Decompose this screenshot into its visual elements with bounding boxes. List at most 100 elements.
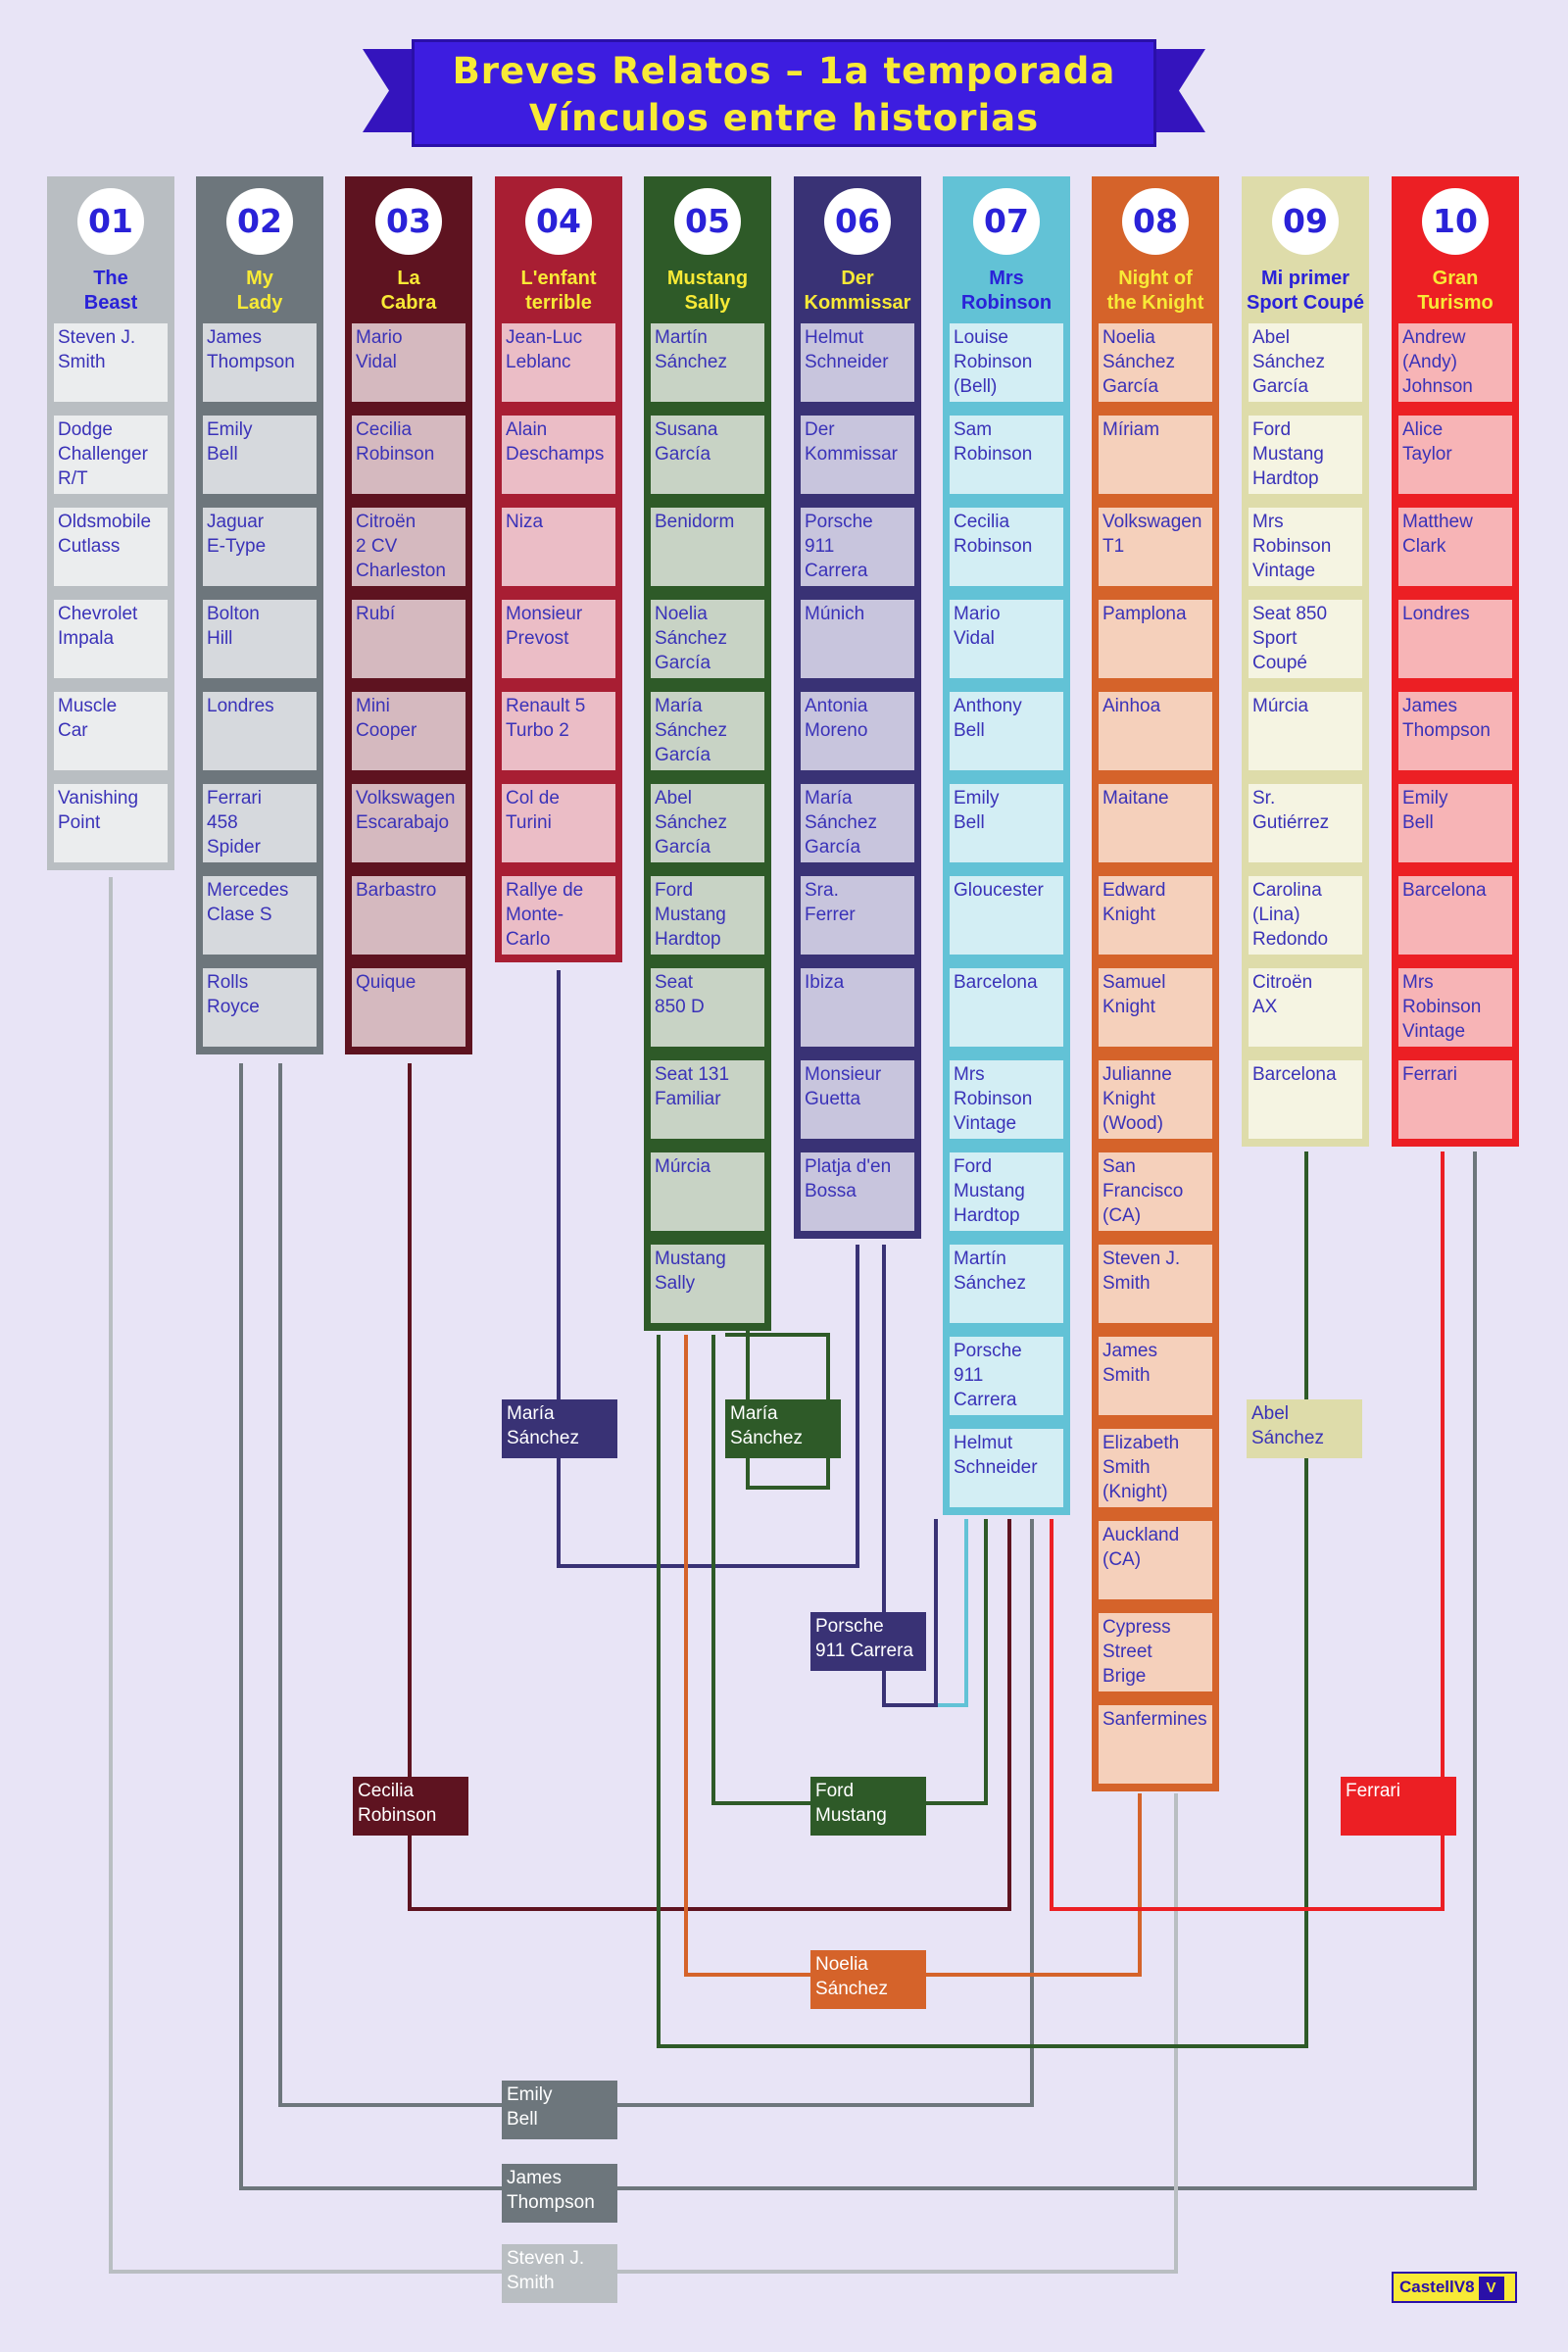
story-number: 09 (1272, 188, 1339, 255)
link-label: Steven J.Smith (502, 2244, 617, 2303)
connector-line (711, 1335, 988, 1805)
story-element: Sra.Ferrer (801, 876, 914, 955)
connector-line (1050, 1152, 1445, 1911)
connector-line (408, 1063, 1011, 1911)
connector-line (882, 1245, 938, 1707)
story-element: Barcelona (950, 968, 1063, 1047)
logo-text: CastellV8 (1399, 2278, 1475, 2296)
title-banner: Breves Relatos – 1a temporada Vínculos e… (412, 39, 1156, 147)
story-element: Ibiza (801, 968, 914, 1047)
story-number: 08 (1122, 188, 1189, 255)
story-element: Sr.Gutiérrez (1249, 784, 1362, 862)
story-element: Múrcia (651, 1152, 764, 1231)
story-element: Benidorm (651, 508, 764, 586)
story-element: Barcelona (1249, 1060, 1362, 1139)
connector-line (557, 970, 859, 1568)
connector-line (657, 1152, 1308, 2048)
story-element: Carolina(Lina)Redondo (1249, 876, 1362, 955)
story-element: Míriam (1099, 416, 1212, 494)
story-element: Rubí (352, 600, 466, 678)
connector-line (278, 1063, 1034, 2107)
story-element: Múrcia (1249, 692, 1362, 770)
story-element: Pamplona (1099, 600, 1212, 678)
story-element: Múnich (801, 600, 914, 678)
story-element: Steven J.Smith (1099, 1245, 1212, 1323)
story-element: Londres (203, 692, 317, 770)
title-line-2: Vínculos entre historias (528, 97, 1040, 139)
story-number: 07 (973, 188, 1040, 255)
connector-line (684, 1335, 1142, 1977)
story-number: 05 (674, 188, 741, 255)
title-line-1: Breves Relatos – 1a temporada (452, 50, 1116, 92)
